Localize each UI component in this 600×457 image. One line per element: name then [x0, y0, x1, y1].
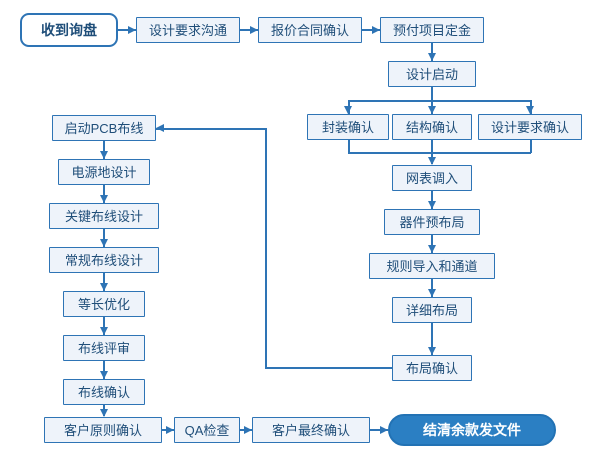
connector-quote-to-deposit	[362, 29, 380, 31]
connector-placeok-left	[265, 367, 392, 369]
arrowhead-merge-to-netlist	[427, 157, 436, 165]
node-regular-routing[interactable]: 常规布线设计	[49, 247, 159, 273]
connector-key-to-normal	[103, 229, 105, 247]
node-routing-start[interactable]: 启动PCB布线	[52, 115, 156, 141]
connector-req-to-quote	[240, 29, 258, 31]
node-requirement-communication[interactable]: 设计要求沟通	[136, 17, 240, 43]
arrowhead-bus-to-package	[344, 106, 353, 114]
connector-to-routestart	[156, 128, 265, 130]
node-customer-principle-confirm[interactable]: 客户原则确认	[44, 417, 162, 443]
node-start[interactable]: 收到询盘	[20, 13, 118, 47]
connector-package-down	[348, 140, 350, 153]
connector-normal-to-length	[103, 273, 105, 291]
node-customer-final-confirm[interactable]: 客户最终确认	[252, 417, 370, 443]
node-detailed-placement[interactable]: 详细布局	[392, 297, 472, 323]
connector-netlist-to-preplace	[431, 191, 433, 209]
node-power-ground-design[interactable]: 电源地设计	[58, 159, 150, 185]
arrowhead-bus-to-specs	[526, 106, 535, 114]
arrowhead-quote-to-deposit	[372, 25, 380, 34]
arrowhead-detail-to-placeok	[427, 347, 436, 355]
node-critical-routing[interactable]: 关键布线设计	[49, 203, 159, 229]
connector-routestart-to-power	[103, 141, 105, 159]
node-length-tuning[interactable]: 等长优化	[63, 291, 145, 317]
connector-length-to-review	[103, 317, 105, 335]
arrowhead-netlist-to-preplace	[427, 201, 436, 209]
node-structure-confirm[interactable]: 结构确认	[392, 114, 472, 140]
connector-preplace-to-rules	[431, 235, 433, 253]
arrowhead-review-to-routeok	[99, 371, 108, 379]
connector-review-to-routeok	[103, 361, 105, 379]
node-routing-review[interactable]: 布线评审	[63, 335, 145, 361]
connector-merge-bus	[348, 152, 531, 154]
connector-specs-down	[530, 140, 532, 153]
node-qa-check[interactable]: QA检查	[174, 417, 240, 443]
connector-rules-to-detail	[431, 279, 433, 297]
arrowhead-qa-to-custfinal	[244, 425, 252, 434]
arrowhead-rules-to-detail	[427, 289, 436, 297]
connector-structure-down	[431, 140, 433, 153]
node-spec-confirm[interactable]: 设计要求确认	[478, 114, 582, 140]
arrowhead-key-to-normal	[99, 239, 108, 247]
node-quotation-contract[interactable]: 报价合同确认	[258, 17, 362, 43]
node-pre-placement[interactable]: 器件预布局	[384, 209, 480, 235]
arrowhead-normal-to-length	[99, 283, 108, 291]
node-routing-confirm[interactable]: 布线确认	[63, 379, 145, 405]
arrowhead-bus-to-structure	[427, 106, 436, 114]
node-netlist-import[interactable]: 网表调入	[392, 165, 472, 191]
arrowhead-to-routestart	[156, 124, 164, 133]
connector-branch-bus	[348, 100, 531, 102]
node-placement-confirm[interactable]: 布局确认	[392, 355, 472, 381]
node-design-kickoff[interactable]: 设计启动	[388, 61, 476, 87]
arrowhead-deposit-to-kickoff	[427, 53, 436, 61]
arrowhead-power-to-key	[99, 195, 108, 203]
node-final-payment-delivery[interactable]: 结清余款发文件	[388, 414, 556, 446]
connector-placeok-up	[265, 128, 267, 368]
arrowhead-req-to-quote	[250, 25, 258, 34]
node-rules-and-channel[interactable]: 规则导入和通道	[369, 253, 495, 279]
node-package-confirm[interactable]: 封装确认	[307, 114, 389, 140]
connector-deposit-to-kickoff	[431, 43, 433, 61]
arrowhead-custfinal-to-payment	[380, 425, 388, 434]
arrowhead-start-to-req	[128, 25, 136, 34]
arrowhead-routestart-to-power	[99, 151, 108, 159]
arrowhead-custrule-to-qa	[166, 425, 174, 434]
connector-power-to-key	[103, 185, 105, 203]
connector-kickoff-down	[431, 87, 433, 101]
connector-start-to-req	[118, 29, 136, 31]
arrowhead-routeok-to-custrule	[99, 409, 108, 417]
connector-detail-to-placeok	[431, 323, 433, 355]
arrowhead-length-to-review	[99, 327, 108, 335]
arrowhead-preplace-to-rules	[427, 245, 436, 253]
node-deposit[interactable]: 预付项目定金	[380, 17, 484, 43]
connector-custfinal-to-payment	[370, 429, 388, 431]
